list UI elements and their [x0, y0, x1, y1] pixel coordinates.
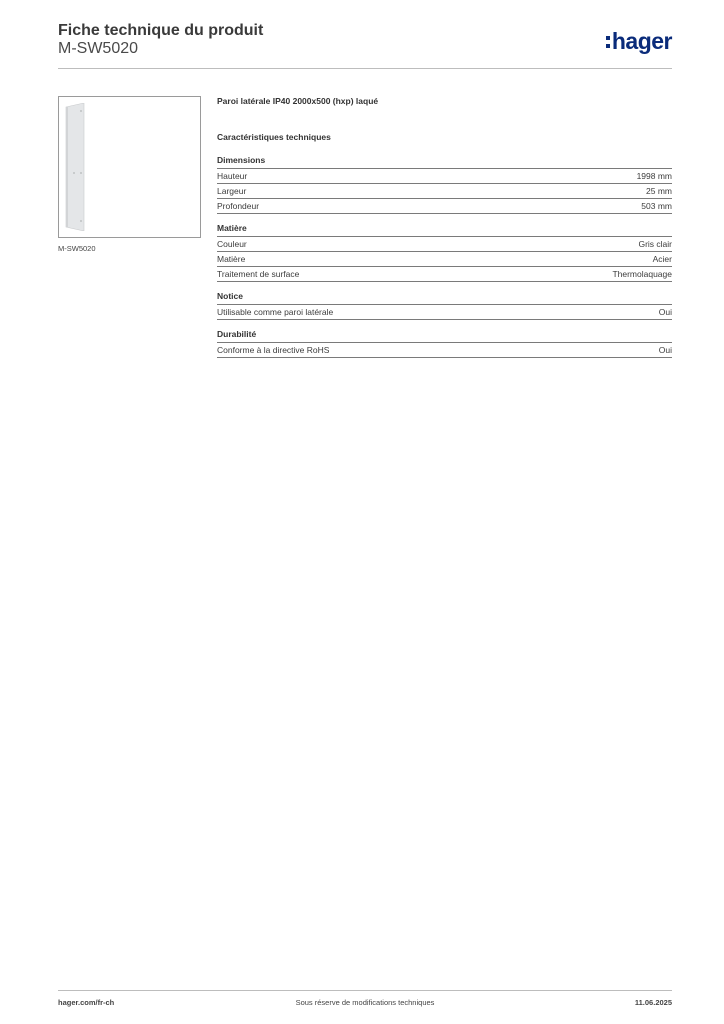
section-title: Caractéristiques techniques — [217, 132, 331, 142]
group-title: Matière — [217, 223, 672, 237]
group-title: Dimensions — [217, 155, 672, 169]
spec-value: Gris clair — [638, 239, 672, 249]
group-title: Durabilité — [217, 329, 672, 343]
spec-content: Paroi latérale IP40 2000x500 (hxp) laqué… — [217, 96, 672, 367]
footer-divider — [58, 990, 672, 991]
product-name: Paroi latérale IP40 2000x500 (hxp) laqué — [217, 96, 379, 106]
footer-website-link[interactable]: hager.com/fr-ch — [58, 998, 115, 1007]
spec-row: Matière Acier — [217, 252, 672, 267]
spec-value: 1998 mm — [636, 171, 672, 181]
spec-group-durabilite: Durabilité Conforme à la directive RoHS … — [217, 329, 672, 358]
spec-label: Profondeur — [217, 201, 260, 211]
spec-label: Traitement de surface — [217, 269, 300, 279]
spec-value: 25 mm — [646, 186, 672, 196]
logo-colon-icon — [605, 28, 610, 52]
spec-value: 503 mm — [641, 201, 672, 211]
spec-row: Hauteur 1998 mm — [217, 169, 672, 184]
spec-group-matiere: Matière Couleur Gris clair Matière Acier… — [217, 223, 672, 282]
spec-label: Hauteur — [217, 171, 248, 181]
group-title: Notice — [217, 291, 672, 305]
page-header: Fiche technique du produit M-SW5020 hage… — [58, 22, 673, 70]
spec-row: Utilisable comme paroi latérale Oui — [217, 305, 672, 320]
footer-notice: Sous réserve de modifications techniques — [295, 998, 435, 1007]
header-divider — [58, 68, 672, 69]
page-title: Fiche technique du produit — [58, 22, 264, 39]
hager-logo: hager — [605, 28, 673, 54]
spec-row: Largeur 25 mm — [217, 184, 672, 199]
spec-label: Utilisable comme paroi latérale — [217, 307, 334, 317]
spec-row: Conforme à la directive RoHS Oui — [217, 343, 672, 358]
spec-row: Couleur Gris clair — [217, 237, 672, 252]
spec-value: Oui — [658, 345, 672, 355]
spec-label: Matière — [217, 254, 246, 264]
spec-value: Thermolaquage — [612, 269, 672, 279]
spec-label: Largeur — [217, 186, 247, 196]
product-reference: M-SW5020 — [58, 40, 139, 57]
spec-group-notice: Notice Utilisable comme paroi latérale O… — [217, 291, 672, 320]
spec-row: Traitement de surface Thermolaquage — [217, 267, 672, 282]
spec-value: Oui — [658, 307, 672, 317]
spec-row: Profondeur 503 mm — [217, 199, 672, 214]
spec-label: Couleur — [217, 239, 247, 249]
logo-text: hager — [611, 28, 673, 54]
image-caption: M-SW5020 — [58, 244, 96, 253]
spec-group-dimensions: Dimensions Hauteur 1998 mm Largeur 25 mm… — [217, 155, 672, 214]
spec-value: Acier — [652, 254, 672, 264]
side-panel-image — [65, 103, 85, 231]
spec-label: Conforme à la directive RoHS — [217, 345, 330, 355]
product-image-frame — [58, 96, 201, 238]
footer-date: 11.06.2025 — [634, 998, 672, 1007]
